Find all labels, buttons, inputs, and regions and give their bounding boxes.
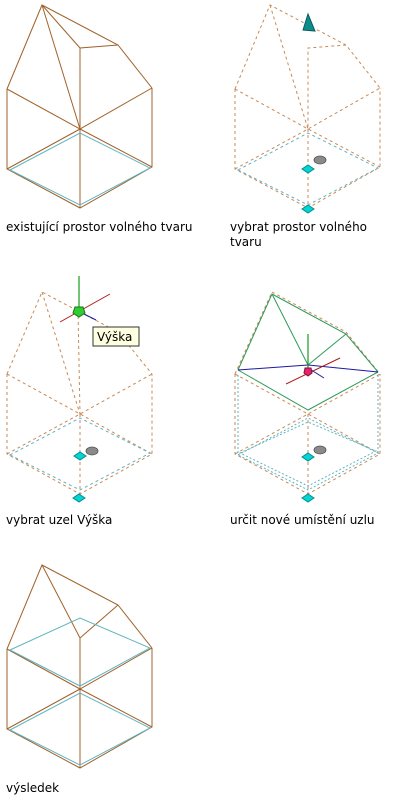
shadow-icon [313,445,327,455]
shadow-icon [313,155,327,165]
selected-space-drawing [234,4,381,214]
figure-select-space [228,0,418,218]
grip-icon[interactable] [72,493,86,503]
caption-existing-space: existující prostor volného tvaru [6,220,193,234]
caption-select-height-node: vybrat uzel Výška [6,513,113,527]
caption-result: výsledek [6,781,60,795]
caption-new-node-location: určit nové umístění uzlu [230,513,375,527]
tooltip: Výška [92,326,140,347]
cone-grip-icon[interactable] [302,12,316,32]
grip-icon[interactable] [301,164,315,174]
freeform-space-drawing [6,4,153,209]
new-location-drawing [234,291,381,503]
gizmo-icon[interactable] [285,334,341,385]
tooltip-label: Výška [97,330,132,344]
shadow-icon [85,446,99,456]
grip-icon[interactable] [301,493,315,503]
height-node-drawing: Výška [6,276,153,503]
gizmo-icon[interactable] [59,276,111,323]
caption-select-space: vybrat prostor volného tvaru [230,220,368,249]
result-drawing [6,564,153,769]
figure-select-height-node: Výška [0,270,200,510]
figure-result [0,560,200,780]
grip-icon[interactable] [301,452,315,462]
grip-icon[interactable] [73,451,87,461]
figure-existing-space [0,0,200,215]
grip-icon[interactable] [301,204,315,214]
figure-new-node-location [228,290,418,510]
